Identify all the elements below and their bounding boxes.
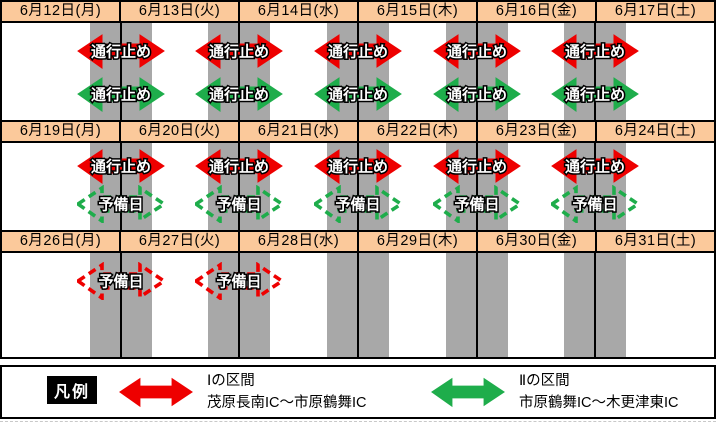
- legend-title: 凡例: [47, 376, 98, 404]
- grid-line: [238, 23, 241, 120]
- grid-line: [357, 23, 359, 120]
- svg-text:通行止め: 通行止め: [565, 86, 625, 104]
- closure-arrow-red: 通行止め: [76, 147, 165, 185]
- svg-text:通行止め: 通行止め: [447, 43, 507, 61]
- closure-arrow-red: 通行止め: [195, 147, 284, 185]
- legend-item-section1: Ⅰの区間 茂原長南IC～市原鶴舞IC: [207, 370, 367, 414]
- week-2-header: 6月19日(月)6月20日(火)6月21日(水)6月22日(木)6月23日(金)…: [2, 120, 714, 143]
- closure-arrow-red: 通行止め: [314, 32, 402, 70]
- svg-text:通行止め: 通行止め: [209, 86, 269, 104]
- reserve-day-arrow-green: 予備日: [432, 185, 521, 223]
- grid-line: [475, 23, 478, 120]
- closure-arrow-red: 通行止め: [432, 147, 521, 185]
- closure-arrow-red: 通行止め: [551, 32, 640, 70]
- week-2-body: 通行止め予備日 通行止め予備日 通行止め予備日 通行止め予備日 通行止め予備日: [2, 143, 714, 230]
- svg-text:予備日: 予備日: [573, 196, 618, 214]
- grid-line: [119, 143, 122, 230]
- date-cell: 6月20日(火): [121, 122, 240, 141]
- grid-line: [119, 23, 122, 120]
- reserve-day-arrow-green: 予備日: [195, 185, 284, 223]
- reserve-day-arrow-green: 予備日: [314, 185, 402, 223]
- date-cell: 6月24日(土): [614, 123, 697, 139]
- svg-text:予備日: 予備日: [454, 196, 499, 214]
- svg-text:通行止め: 通行止め: [447, 86, 507, 104]
- week-3-body: 予備日 予備日: [2, 253, 714, 357]
- closure-arrow-green: 通行止め: [551, 75, 640, 113]
- reserve-day-arrow-green: 予備日: [551, 185, 640, 223]
- svg-text:通行止め: 通行止め: [565, 158, 625, 176]
- date-cell: 6月22日(木): [359, 122, 478, 141]
- date-cell: 6月12日(月): [2, 2, 121, 21]
- date-cell: 6月13日(火): [121, 2, 240, 21]
- week-1-body: 通行止め通行止め通行止め通行止め通行止め通行止め通行止め通行止め通行止め通行止め: [2, 23, 714, 120]
- svg-text:通行止め: 通行止め: [328, 158, 388, 176]
- closure-arrow-green: 通行止め: [314, 75, 402, 113]
- legend-item-section2: Ⅱの区間 市原鶴舞IC～木更津東IC: [519, 370, 679, 414]
- week-1-header: 6月12日(月)6月13日(火)6月14日(水)6月15日(木)6月16日(金)…: [2, 0, 714, 23]
- svg-text:予備日: 予備日: [217, 196, 262, 214]
- date-cell: 6月27日(火): [121, 232, 240, 251]
- grid-line: [238, 253, 241, 357]
- grid-line: [475, 253, 478, 357]
- svg-text:通行止め: 通行止め: [328, 86, 388, 104]
- legend-section1-name: Ⅰの区間: [207, 373, 255, 389]
- legend-red-arrow-icon: [114, 376, 198, 413]
- legend-section2-range: 市原鶴舞IC～木更津東IC: [519, 395, 679, 411]
- closure-arrow-red: 通行止め: [314, 147, 402, 185]
- date-cell: 6月21日(水): [240, 122, 359, 141]
- closure-arrow-red: 通行止め: [195, 32, 284, 70]
- legend-box: 凡例 Ⅰの区間 茂原長南IC～市原鶴舞IC Ⅱの区間 市原鶴舞IC～木更津東IC: [0, 365, 716, 419]
- grid-line: [238, 143, 241, 230]
- legend-section1-range: 茂原長南IC～市原鶴舞IC: [207, 395, 367, 411]
- reserve-day-arrow-red: 予備日: [195, 262, 284, 300]
- week-3-header: 6月26日(月)6月27日(火)6月28日(水)6月29日(木)6月30日(金)…: [2, 230, 714, 253]
- closure-arrow-red: 通行止め: [432, 32, 521, 70]
- date-cell: 6月26日(月): [2, 232, 121, 251]
- svg-text:通行止め: 通行止め: [91, 43, 151, 61]
- svg-text:予備日: 予備日: [98, 196, 143, 214]
- svg-text:通行止め: 通行止め: [209, 43, 269, 61]
- closure-arrow-green: 通行止め: [432, 75, 521, 113]
- grid-line: [357, 143, 359, 230]
- date-cell: 6月15日(木): [359, 2, 478, 21]
- legend-green-arrow-icon: [426, 376, 510, 413]
- date-cell: 6月29日(木): [359, 232, 478, 251]
- svg-text:予備日: 予備日: [335, 196, 380, 214]
- closure-arrow-green: 通行止め: [195, 75, 284, 113]
- svg-text:通行止め: 通行止め: [565, 43, 625, 61]
- svg-text:通行止め: 通行止め: [91, 158, 151, 176]
- grid-line: [594, 143, 597, 230]
- closure-arrow-green: 通行止め: [76, 75, 165, 113]
- grid-line: [475, 143, 478, 230]
- date-cell: 6月14日(水): [240, 2, 359, 21]
- svg-text:通行止め: 通行止め: [328, 43, 388, 61]
- svg-text:通行止め: 通行止め: [209, 158, 269, 176]
- svg-text:予備日: 予備日: [98, 273, 143, 291]
- legend-section2-name: Ⅱの区間: [519, 373, 570, 389]
- closure-arrow-red: 通行止め: [76, 32, 165, 70]
- date-cell: 6月31日(土): [614, 233, 697, 249]
- date-cell: 6月19日(月): [2, 122, 121, 141]
- grid-line: [357, 253, 359, 357]
- calendar-grid: 6月12日(月)6月13日(火)6月14日(水)6月15日(木)6月16日(金)…: [0, 0, 716, 359]
- date-cell: 6月23日(金): [478, 122, 597, 141]
- svg-text:通行止め: 通行止め: [91, 86, 151, 104]
- date-cell: 6月16日(金): [478, 2, 597, 21]
- grid-line: [594, 23, 597, 120]
- svg-text:予備日: 予備日: [217, 273, 262, 291]
- reserve-day-arrow-red: 予備日: [76, 262, 165, 300]
- grid-line: [594, 253, 597, 357]
- page-bottom-gridline: [0, 421, 716, 422]
- reserve-day-arrow-green: 予備日: [76, 185, 165, 223]
- grid-line: [119, 253, 122, 357]
- date-cell: 6月30日(金): [478, 232, 597, 251]
- svg-text:通行止め: 通行止め: [447, 158, 507, 176]
- date-cell: 6月28日(水): [240, 232, 359, 251]
- closure-arrow-red: 通行止め: [551, 147, 640, 185]
- date-cell: 6月17日(土): [614, 3, 697, 19]
